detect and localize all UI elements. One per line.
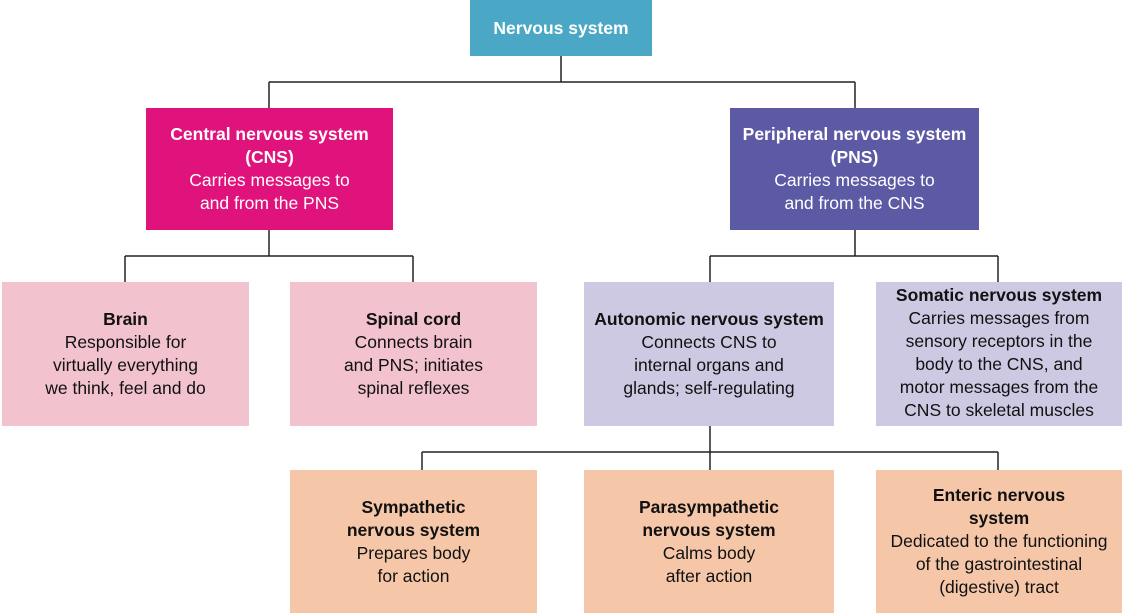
- node-peripheral-nervous-system: Peripheral nervous system (PNS) Carries …: [730, 108, 979, 230]
- node-description: internal organs and: [634, 355, 784, 375]
- node-title: Central nervous system: [170, 124, 369, 144]
- node-title: nervous system: [346, 519, 481, 540]
- node-title: system: [968, 508, 1030, 528]
- node-description: spinal reflexes: [357, 378, 470, 398]
- node-description: (digestive) tract: [939, 577, 1059, 597]
- node-title: Parasympathetic: [638, 496, 780, 517]
- node-description: Carries messages to: [774, 170, 935, 190]
- node-autonomic-nervous-system: Autonomic nervous system Connects CNS to…: [584, 282, 834, 426]
- node-title: Spinal cord: [365, 309, 462, 329]
- node-title: (CNS): [245, 147, 294, 167]
- node-description: body to the CNS, and: [915, 354, 1083, 374]
- node-description: CNS to skeletal muscles: [904, 400, 1094, 420]
- node-description: after action: [665, 565, 753, 586]
- node-description: sensory receptors in the: [905, 331, 1093, 351]
- node-title: Brain: [103, 309, 148, 329]
- node-description: Responsible for: [64, 332, 187, 352]
- node-parasympathetic-nervous-system: Parasympathetic nervous system Calms bod…: [584, 470, 834, 613]
- node-description: and from the CNS: [784, 193, 925, 213]
- node-somatic-nervous-system: Somatic nervous system Carries messages …: [876, 282, 1122, 426]
- node-spinal-cord: Spinal cord Connects brain and PNS; init…: [290, 282, 537, 426]
- node-title: nervous system: [642, 519, 776, 540]
- node-central-nervous-system: Central nervous system (CNS) Carries mes…: [146, 108, 393, 230]
- node-description: Carries messages from: [908, 308, 1090, 328]
- node-description: Prepares body: [356, 542, 471, 563]
- node-description: glands; self-regulating: [623, 378, 795, 398]
- node-description: we think, feel and do: [45, 378, 206, 398]
- node-description: and from the PNS: [199, 193, 340, 213]
- node-title: Somatic nervous system: [895, 285, 1103, 305]
- node-sympathetic-nervous-system: Sympathetic nervous system Prepares body…: [290, 470, 537, 613]
- node-description: and PNS; initiates: [343, 355, 484, 375]
- node-title: Nervous system: [493, 17, 629, 38]
- node-description: Connects CNS to: [641, 332, 777, 352]
- node-description: of the gastrointestinal: [915, 554, 1083, 574]
- node-enteric-nervous-system: Enteric nervous system Dedicated to the …: [876, 470, 1122, 613]
- node-description: virtually everything: [53, 355, 198, 375]
- node-description: Dedicated to the functioning: [890, 531, 1108, 551]
- node-title: Enteric nervous: [932, 485, 1066, 505]
- node-brain: Brain Responsible for virtually everythi…: [2, 282, 249, 426]
- node-description: Carries messages to: [189, 170, 350, 190]
- node-title: Peripheral nervous system: [742, 124, 967, 144]
- node-title: Autonomic nervous system: [594, 309, 824, 329]
- node-description: for action: [377, 565, 450, 586]
- node-title: (PNS): [830, 147, 879, 167]
- node-description: Connects brain: [354, 332, 473, 352]
- node-description: motor messages from the: [899, 377, 1099, 397]
- node-nervous-system: Nervous system: [470, 0, 652, 56]
- node-title: Sympathetic: [361, 496, 466, 517]
- node-description: Calms body: [662, 542, 756, 563]
